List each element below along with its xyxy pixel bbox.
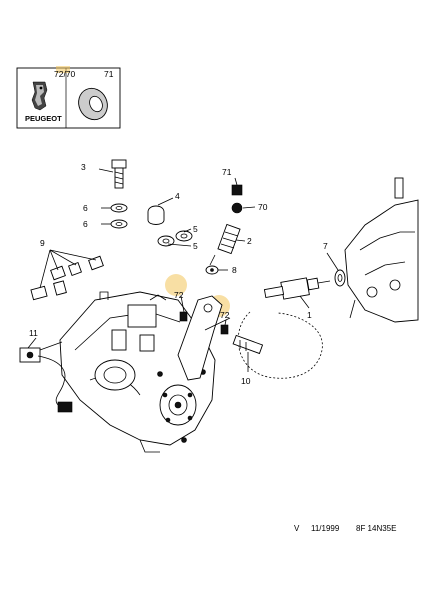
inset-highlight	[56, 66, 70, 73]
footer-revision: V	[294, 524, 300, 533]
callout-72: 72	[174, 290, 184, 300]
callout-7: 7	[323, 241, 328, 251]
washer-6-lower	[110, 219, 128, 229]
callout-6: 6	[83, 203, 88, 213]
callout-1: 1	[307, 310, 312, 320]
callout-6: 6	[83, 219, 88, 229]
sensor-11	[19, 341, 73, 413]
washer-7	[334, 269, 346, 287]
inset-overlap-label: 72/70	[54, 69, 76, 79]
inset-box: PEUGEOT 72/70 71	[16, 66, 121, 129]
ring-8	[205, 265, 219, 275]
callout-72: 72	[220, 310, 230, 320]
engine-block	[344, 177, 419, 323]
callout-4: 4	[175, 191, 180, 201]
footer-code: 8F 14N35E	[356, 524, 396, 533]
washer-5-right	[175, 230, 193, 242]
callout-11: 11	[29, 328, 38, 338]
callout-9: 9	[40, 238, 45, 248]
leader-lines	[27, 168, 339, 372]
callout-5: 5	[193, 224, 198, 234]
footer-date: 11/1999	[311, 524, 340, 533]
inset-part-number: 71	[104, 69, 114, 79]
glow-plug-2	[209, 184, 243, 266]
connector-9	[30, 255, 104, 301]
callout-3: 3	[81, 162, 86, 172]
washer-6-upper	[110, 203, 128, 213]
callout-8: 8	[232, 265, 237, 275]
part-72-block	[179, 311, 188, 322]
highlight-marker	[165, 274, 187, 296]
washer-5-left	[157, 235, 175, 247]
callout-5: 5	[193, 241, 198, 251]
callout-10: 10	[241, 376, 251, 386]
callout-71: 71	[222, 167, 232, 177]
pin-10	[232, 334, 264, 355]
cap-4	[147, 205, 165, 225]
bolt-3	[111, 159, 127, 189]
solenoid-valve	[263, 277, 331, 300]
inset-brand-label: PEUGEOT	[25, 114, 62, 123]
peugeot-lion-logo	[31, 81, 48, 111]
callout-70: 70	[258, 202, 268, 212]
callout-2: 2	[247, 236, 252, 246]
inset-washer	[78, 87, 108, 121]
part-72b-block	[220, 324, 229, 335]
injection-pump	[59, 291, 216, 453]
footer-reference: V 11/1999 8F 14N35E	[294, 524, 396, 533]
